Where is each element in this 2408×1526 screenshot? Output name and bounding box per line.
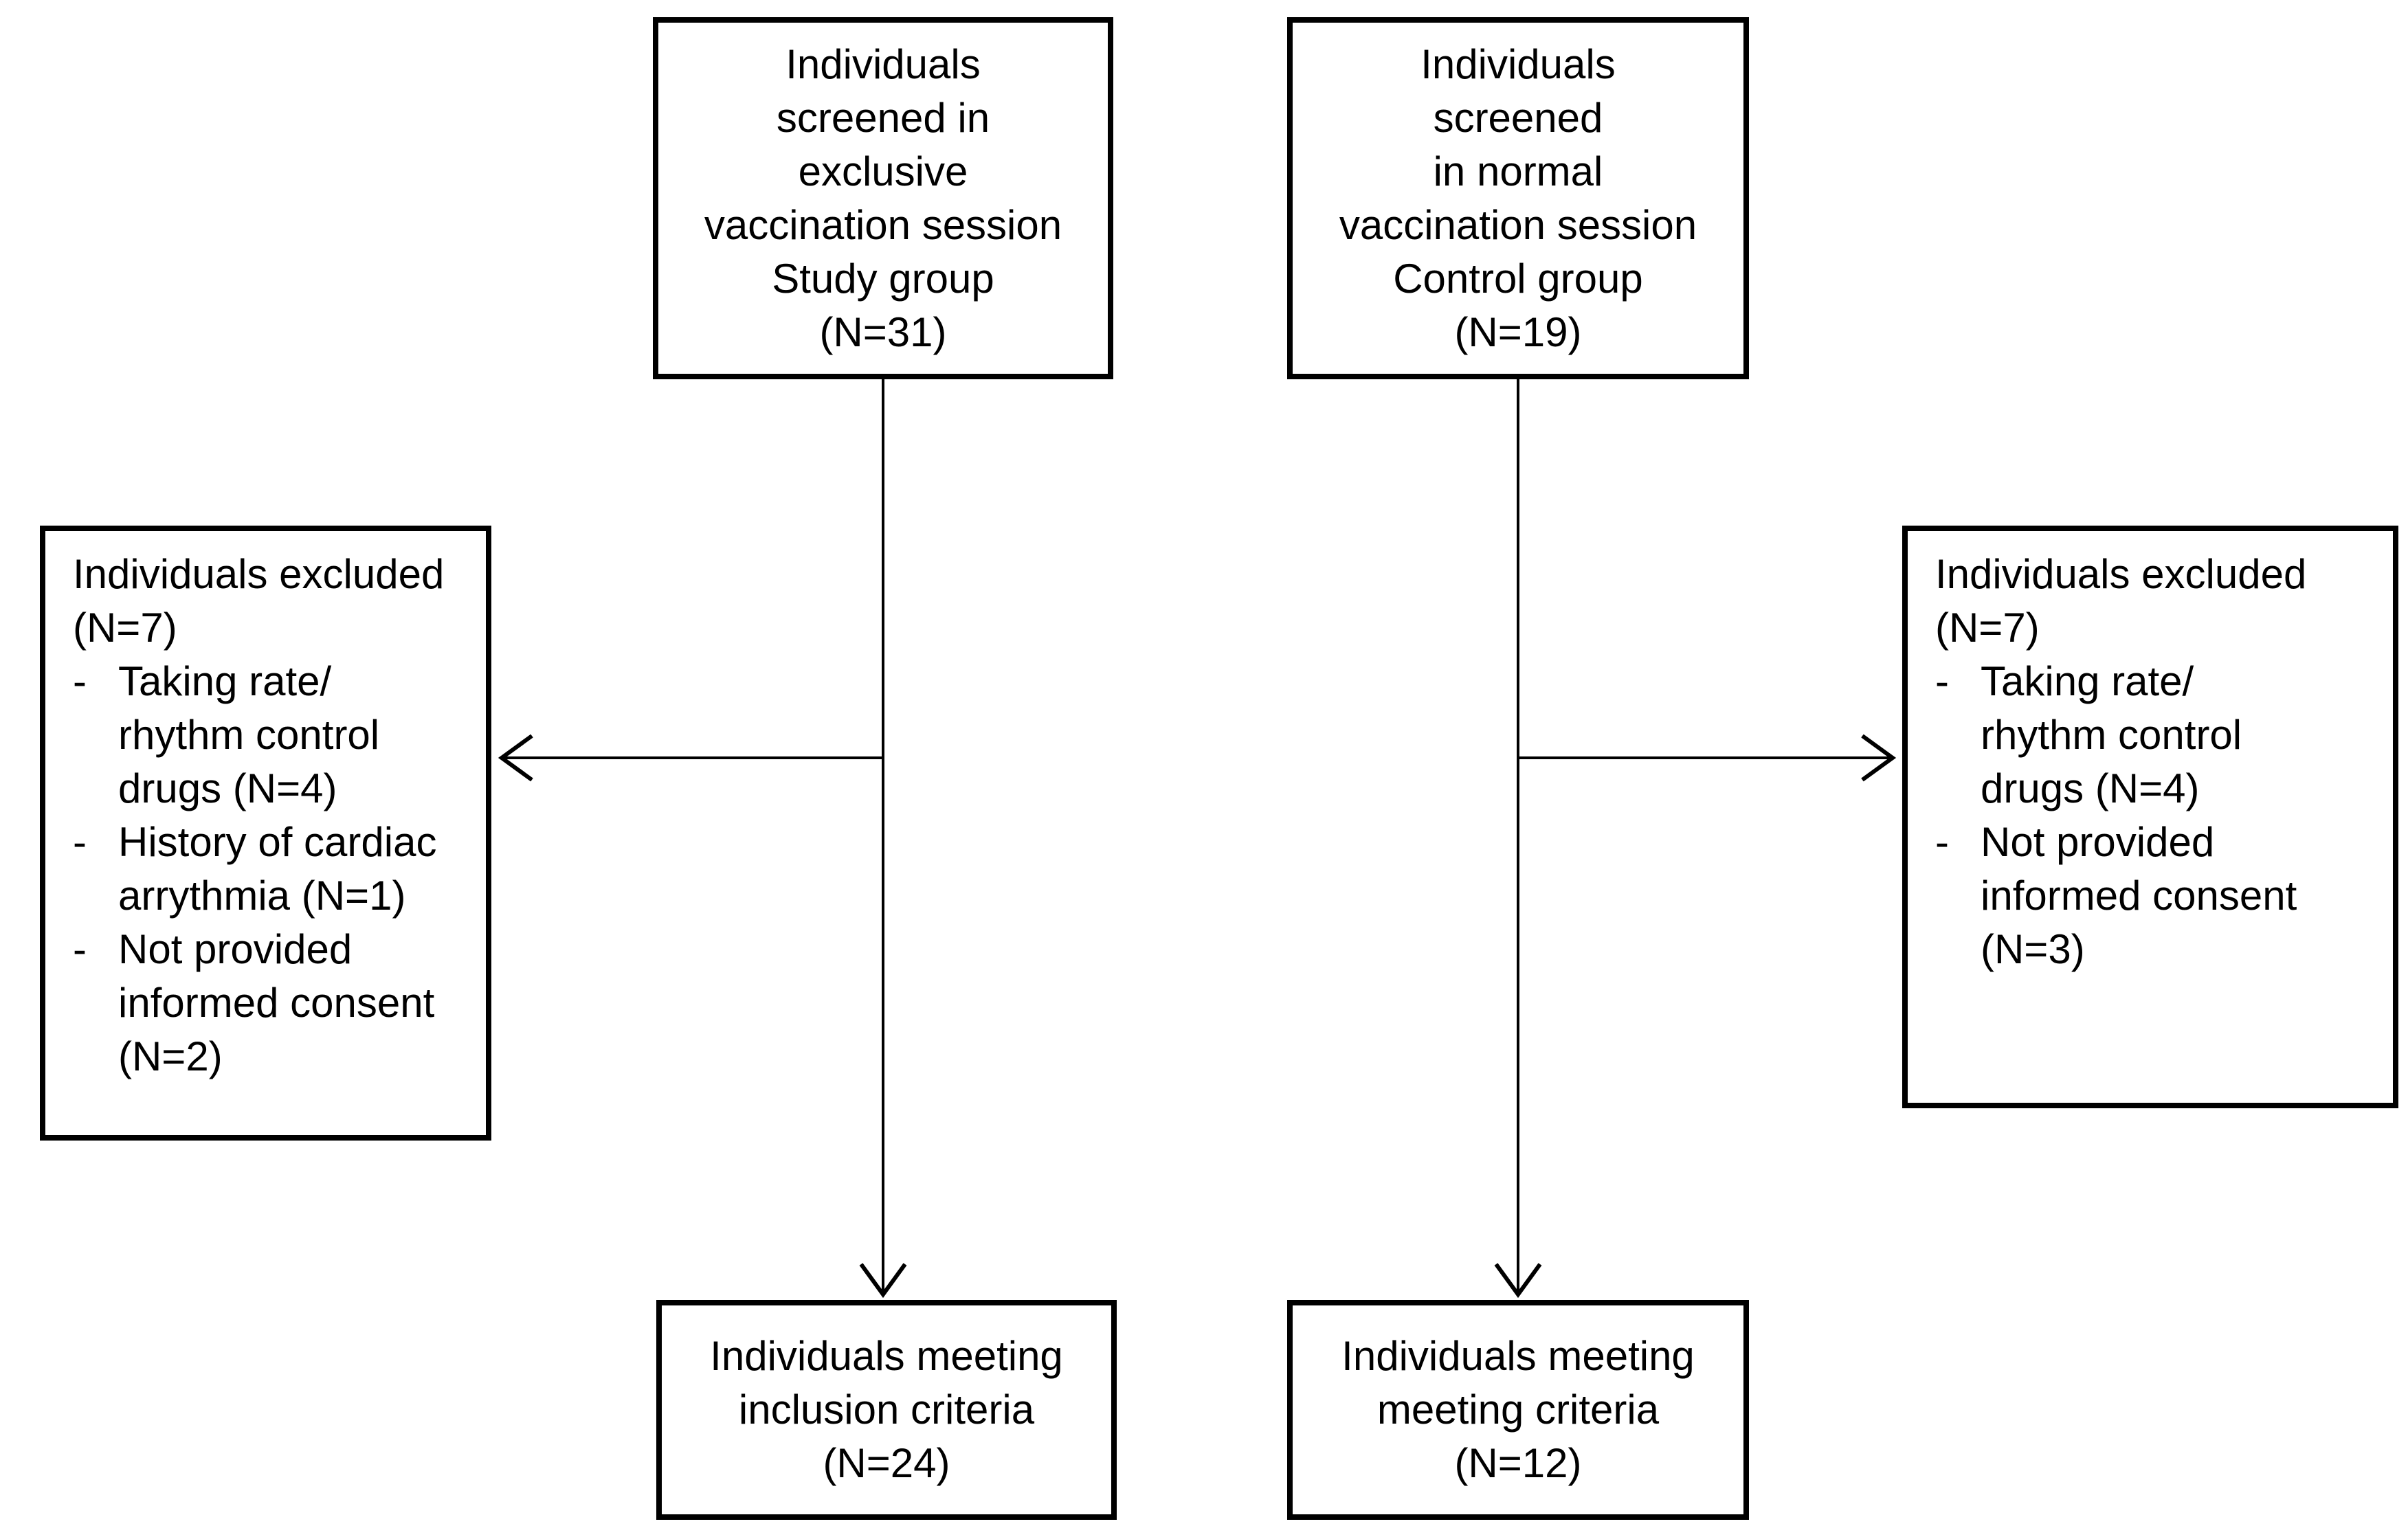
excluded-right-bullet-1: - Taking rate/ rhythm control drugs (N=4… <box>1935 655 2379 816</box>
control-group-text: Individuals screened in normal vaccinati… <box>1339 41 1697 355</box>
study-group-text: Individuals screened in exclusive vaccin… <box>704 41 1062 355</box>
inclusion-left-box: Individuals meeting inclusion criteria (… <box>656 1300 1117 1520</box>
excluded-left-bullet-2-text: History of cardiac arrythmia (N=1) <box>118 819 437 919</box>
control-group-box: Individuals screened in normal vaccinati… <box>1287 17 1749 379</box>
bullet-dash: - <box>73 926 87 972</box>
bullet-dash: - <box>73 658 87 704</box>
excluded-left-bullet-2: - History of cardiac arrythmia (N=1) <box>73 816 472 923</box>
excluded-left-bullet-1: - Taking rate/ rhythm control drugs (N=4… <box>73 655 472 816</box>
excluded-right-title: Individuals excluded (N=7) <box>1935 551 2307 651</box>
bullet-dash: - <box>1935 658 1949 704</box>
excluded-right-box: Individuals excluded (N=7) - Taking rate… <box>1902 526 2398 1108</box>
excluded-right-bullet-1-text: Taking rate/ rhythm control drugs (N=4) <box>1981 658 2242 811</box>
excluded-left-bullet-3-text: Not provided informed consent (N=2) <box>118 926 435 1079</box>
excluded-right-bullet-2-text: Not provided informed consent (N=3) <box>1981 819 2297 972</box>
inclusion-right-text: Individuals meeting meeting criteria (N=… <box>1341 1333 1695 1486</box>
inclusion-left-text: Individuals meeting inclusion criteria (… <box>710 1333 1063 1486</box>
excluded-right-bullet-2: - Not provided informed consent (N=3) <box>1935 816 2379 976</box>
bullet-dash: - <box>1935 819 1949 865</box>
excluded-left-bullet-1-text: Taking rate/ rhythm control drugs (N=4) <box>118 658 380 811</box>
excluded-left-box: Individuals excluded (N=7) - Taking rate… <box>40 526 491 1141</box>
excluded-left-title: Individuals excluded (N=7) <box>73 551 445 651</box>
inclusion-right-box: Individuals meeting meeting criteria (N=… <box>1287 1300 1749 1520</box>
excluded-left-bullet-3: - Not provided informed consent (N=2) <box>73 923 472 1084</box>
bullet-dash: - <box>73 819 87 865</box>
study-group-box: Individuals screened in exclusive vaccin… <box>653 17 1113 379</box>
